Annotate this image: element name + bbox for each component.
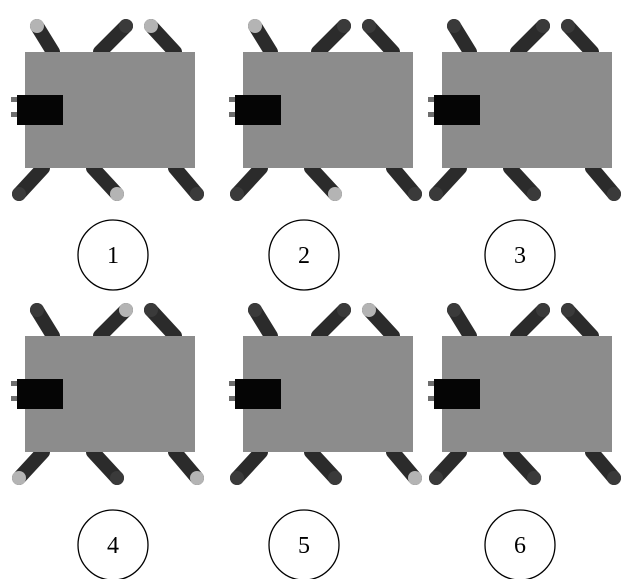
- foot-2-lifted: [337, 19, 351, 33]
- foot-6-grounded: [190, 471, 204, 485]
- sensor-nub-bottom: [428, 112, 434, 117]
- foot-5-lifted: [527, 187, 541, 201]
- foot-5-lifted: [527, 471, 541, 485]
- foot-5-grounded: [328, 187, 342, 201]
- foot-2-lifted: [536, 303, 550, 317]
- foot-3-lifted: [144, 303, 158, 317]
- sensor-nub-top: [11, 381, 17, 386]
- foot-4-lifted: [230, 187, 244, 201]
- foot-3-grounded: [144, 19, 158, 33]
- foot-1-grounded: [248, 19, 262, 33]
- robot-head: [17, 95, 63, 125]
- foot-1-grounded: [30, 19, 44, 33]
- panel-label: 5: [298, 533, 310, 559]
- panel-label: 6: [514, 533, 526, 559]
- sensor-nub-bottom: [229, 112, 235, 117]
- sensor-nub-top: [11, 97, 17, 102]
- foot-2-grounded: [119, 303, 133, 317]
- foot-6-lifted: [408, 187, 422, 201]
- sensor-nub-top: [229, 97, 235, 102]
- robot-head: [235, 95, 281, 125]
- robot-head: [235, 379, 281, 409]
- sensor-nub-bottom: [11, 112, 17, 117]
- foot-4-lifted: [429, 471, 443, 485]
- foot-4-grounded: [12, 471, 26, 485]
- sensor-nub-bottom: [11, 396, 17, 401]
- sensor-nub-bottom: [229, 396, 235, 401]
- foot-1-lifted: [30, 303, 44, 317]
- robot-head: [434, 95, 480, 125]
- sensor-nub-top: [229, 381, 235, 386]
- panel-6: 6: [428, 303, 621, 579]
- foot-6-lifted: [607, 187, 621, 201]
- sensor-nub-bottom: [428, 396, 434, 401]
- sensor-nub-top: [428, 97, 434, 102]
- panel-label: 1: [107, 243, 119, 269]
- panel-label: 3: [514, 243, 526, 269]
- panel-2: 2: [229, 19, 422, 290]
- panel-5: 5: [229, 303, 422, 579]
- foot-3-lifted: [561, 19, 575, 33]
- foot-3-grounded: [362, 303, 376, 317]
- foot-6-lifted: [190, 187, 204, 201]
- panel-4: 4: [11, 303, 204, 579]
- foot-4-lifted: [230, 471, 244, 485]
- foot-2-lifted: [536, 19, 550, 33]
- foot-5-lifted: [110, 471, 124, 485]
- foot-2-lifted: [119, 19, 133, 33]
- robot-head: [434, 379, 480, 409]
- panel-1: 1: [11, 19, 204, 290]
- foot-1-lifted: [447, 19, 461, 33]
- foot-3-lifted: [561, 303, 575, 317]
- foot-5-grounded: [110, 187, 124, 201]
- panel-3: 3: [428, 19, 621, 290]
- foot-6-grounded: [408, 471, 422, 485]
- foot-6-lifted: [607, 471, 621, 485]
- foot-1-lifted: [447, 303, 461, 317]
- robot-head: [17, 379, 63, 409]
- panel-label: 2: [298, 243, 310, 269]
- foot-4-lifted: [429, 187, 443, 201]
- foot-3-lifted: [362, 19, 376, 33]
- foot-2-lifted: [337, 303, 351, 317]
- panel-label: 4: [107, 533, 119, 559]
- sensor-nub-top: [428, 381, 434, 386]
- foot-1-lifted: [248, 303, 262, 317]
- foot-5-lifted: [328, 471, 342, 485]
- foot-4-lifted: [12, 187, 26, 201]
